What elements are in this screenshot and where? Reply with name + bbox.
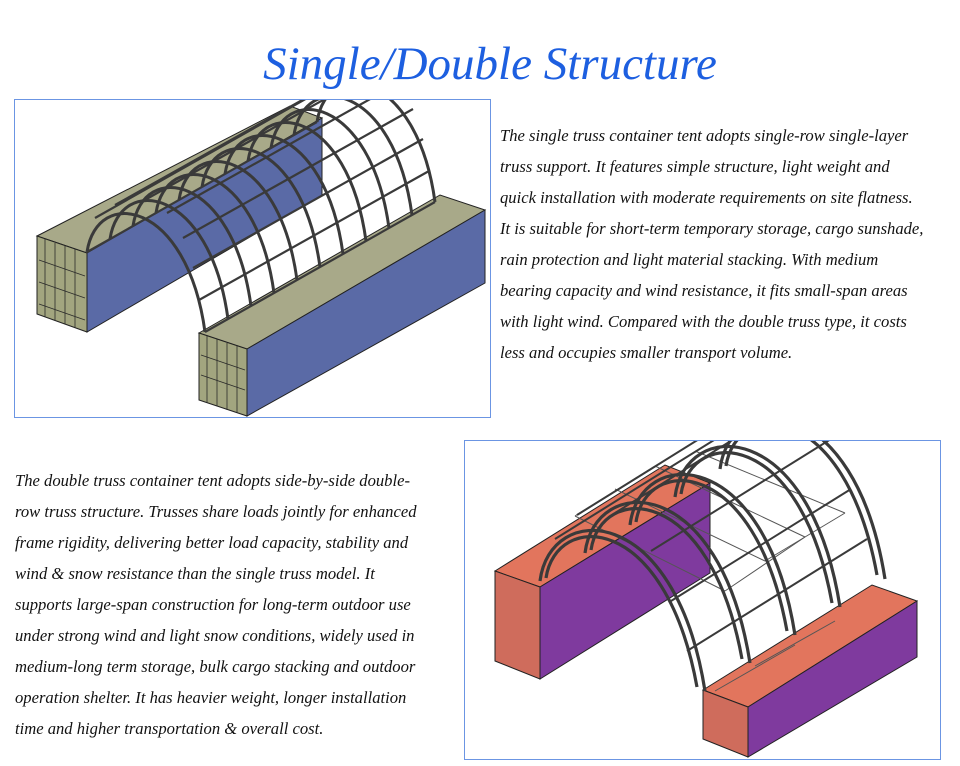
- front-container-end: [702, 689, 749, 758]
- text-line: rain protection and light material stack…: [500, 250, 879, 269]
- text-line: less and occupies smaller transport volu…: [500, 343, 793, 362]
- double-truss-description: The double truss container tent adopts s…: [15, 465, 455, 744]
- single-truss-illustration: [14, 99, 491, 418]
- text-line: quick installation with moderate require…: [500, 188, 913, 207]
- text-line: wind & snow resistance than the single t…: [15, 564, 375, 583]
- double-truss-illustration: [464, 440, 941, 760]
- text-line: The single truss container tent adopts s…: [500, 126, 909, 145]
- text-line: supports large-span construction for lon…: [15, 595, 411, 614]
- text-line: row truss structure. Trusses share loads…: [15, 502, 417, 521]
- text-line: truss support. It features simple struct…: [500, 157, 890, 176]
- text-line: time and higher transportation & overall…: [15, 719, 324, 738]
- front-container-door: [198, 332, 248, 417]
- single-truss-description: The single truss container tent adopts s…: [500, 120, 955, 368]
- page-title: Single/Double Structure: [263, 38, 717, 90]
- text-line: with light wind. Compared with the doubl…: [500, 312, 907, 331]
- text-line: The double truss container tent adopts s…: [15, 471, 410, 490]
- text-line: operation shelter. It has heavier weight…: [15, 688, 407, 707]
- text-line: frame rigidity, delivering better load c…: [15, 533, 409, 552]
- back-container-end: [494, 570, 541, 680]
- text-line: under strong wind and light snow conditi…: [15, 626, 415, 645]
- text-line: bearing capacity and wind resistance, it…: [500, 281, 908, 300]
- text-line: It is suitable for short-term temporary …: [500, 219, 924, 238]
- text-line: medium-long term storage, bulk cargo sta…: [15, 657, 416, 676]
